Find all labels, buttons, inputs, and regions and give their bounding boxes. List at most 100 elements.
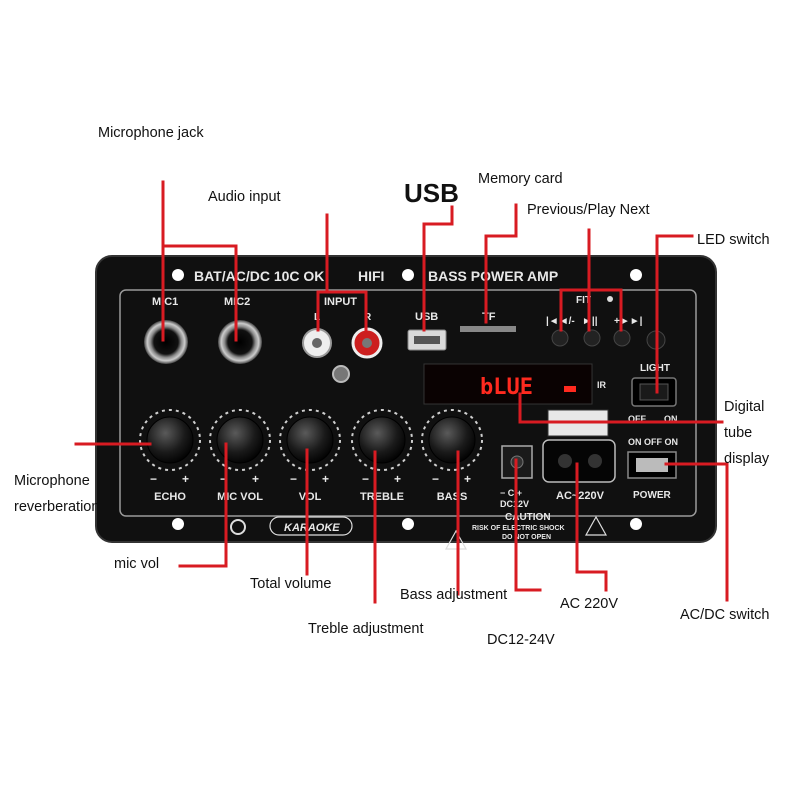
microphone-logo-icon — [230, 519, 246, 535]
callout-bass-adjustment: Bass adjustment — [400, 587, 508, 603]
knob-treble[interactable]: − + TREBLE — [351, 409, 413, 503]
light-off-label: OFF — [628, 414, 646, 424]
knob-cap[interactable] — [358, 416, 406, 464]
caution-left-icon — [444, 529, 468, 550]
knob-plus-mark: + — [322, 472, 329, 486]
prev-button-label: |◄◄/- — [546, 316, 575, 327]
mic2-label: MIC2 — [224, 296, 250, 308]
knob-plus-mark: + — [464, 472, 471, 486]
fit-indicator — [607, 296, 613, 302]
ac-pin-right — [588, 454, 602, 468]
callout-previous-play-next: Previous/Play Next — [527, 202, 650, 218]
callout-memory-card: Memory card — [478, 171, 563, 187]
knob-plus-mark: + — [182, 472, 189, 486]
knob-minus-mark: − — [432, 472, 439, 486]
knob-minus-mark: − — [290, 472, 297, 486]
ground-screw — [332, 365, 350, 383]
panel-body — [95, 255, 717, 543]
power-label: POWER — [633, 490, 672, 501]
light-on-label: ON — [664, 414, 678, 424]
warning-sticker — [547, 409, 609, 437]
knob-cap[interactable] — [428, 416, 476, 464]
panel-header-left: BAT/AC/DC 10C OK — [194, 268, 324, 284]
karaoke-badge — [269, 516, 353, 536]
mic2-jack[interactable] — [218, 320, 262, 364]
knob-cap[interactable] — [216, 416, 264, 464]
knob-scale-ring — [351, 409, 413, 471]
usb-port-slot — [414, 336, 440, 344]
input-label: INPUT — [324, 296, 357, 308]
power-switch-rocker — [636, 458, 668, 472]
callout-total-volume: Total volume — [250, 576, 332, 592]
light-label: LIGHT — [640, 363, 670, 374]
play-pause-button[interactable] — [583, 329, 601, 347]
knob-cap[interactable] — [146, 416, 194, 464]
ir-receiver — [646, 330, 666, 350]
knob-label: MIC VOL — [217, 491, 263, 503]
knob-scale-ring — [279, 409, 341, 471]
mic1-label: MIC1 — [152, 296, 178, 308]
dc-voltage-label: DC12V — [500, 499, 529, 509]
next-button[interactable] — [613, 329, 631, 347]
mount-hole — [172, 269, 184, 281]
knob-plus-mark: + — [252, 472, 259, 486]
tf-slot-label: TF — [482, 311, 496, 323]
mount-hole — [630, 269, 642, 281]
callout-microphone-reverberation: Microphone reverberation — [14, 473, 100, 515]
callout-ac-voltage: AC 220V — [560, 596, 619, 612]
callout-digital-tube-display: Digital tube display — [724, 399, 770, 467]
ac-pin-left — [558, 454, 572, 468]
knob-scale-ring — [209, 409, 271, 471]
next-button-label: +►►| — [614, 316, 643, 327]
display-indicator — [564, 386, 576, 392]
ac-power-inlet[interactable] — [542, 439, 616, 483]
callout-ac-dc-switch: AC/DC switch — [680, 607, 770, 623]
mic1-jack[interactable] — [144, 320, 188, 364]
mount-hole — [630, 518, 642, 530]
rca-right-pin — [362, 338, 372, 348]
knob-minus-mark: − — [150, 472, 157, 486]
callout-audio-input: Audio input — [208, 189, 281, 205]
usb-port-label: USB — [415, 311, 438, 323]
tf-card-slot[interactable] — [460, 326, 516, 332]
led-switch-rocker — [639, 383, 669, 401]
knob-label: ECHO — [154, 491, 186, 503]
knob-label: VOL — [299, 491, 322, 503]
karaoke-label: KARAOKE — [284, 522, 340, 534]
ir-label: IR — [597, 380, 607, 390]
play-button-label: ►|| — [582, 316, 598, 327]
fit-label: FIT — [576, 295, 591, 306]
mount-hole — [402, 518, 414, 530]
callout-led-switch: LED switch — [697, 232, 770, 248]
dc-jack-pin — [510, 455, 524, 469]
input-right-label: R — [364, 312, 372, 323]
knob-cap[interactable] — [286, 416, 334, 464]
knob-mic-vol[interactable]: − + MIC VOL — [209, 409, 271, 503]
previous-button[interactable] — [551, 329, 569, 347]
caution-line1: RISK OF ELECTRIC SHOCK — [472, 525, 565, 532]
knob-label: BASS — [437, 491, 468, 503]
knob-scale-ring — [421, 409, 483, 471]
callout-usb: USB — [404, 178, 459, 208]
callout-dc-voltage: DC12-24V — [487, 632, 555, 648]
knob-label: TREBLE — [360, 491, 404, 503]
digital-display-text: bLUE — [480, 375, 533, 400]
knob-plus-mark: + — [394, 472, 401, 486]
mount-hole — [402, 269, 414, 281]
caution-title: CAUTION — [505, 512, 551, 523]
knob-minus-mark: − — [362, 472, 369, 486]
knob-vol[interactable]: − +VOL — [279, 409, 341, 503]
caution-line2: DO NOT OPEN — [502, 534, 551, 541]
input-left-label: L — [314, 312, 320, 323]
knob-bass[interactable]: − + BASS — [421, 409, 483, 503]
knob-minus-mark: − — [220, 472, 227, 486]
callout-mic-vol: mic vol — [114, 556, 160, 572]
panel-header-right: BASS POWER AMP — [428, 268, 558, 284]
mount-hole — [172, 518, 184, 530]
callout-microphone-jack: Microphone jack — [98, 125, 204, 141]
rca-left-pin — [312, 338, 322, 348]
ac-voltage-label: AC~220V — [556, 490, 605, 502]
panel-header-mid: HIFI — [358, 268, 384, 284]
dc-polarity-label: − C + — [500, 488, 522, 498]
